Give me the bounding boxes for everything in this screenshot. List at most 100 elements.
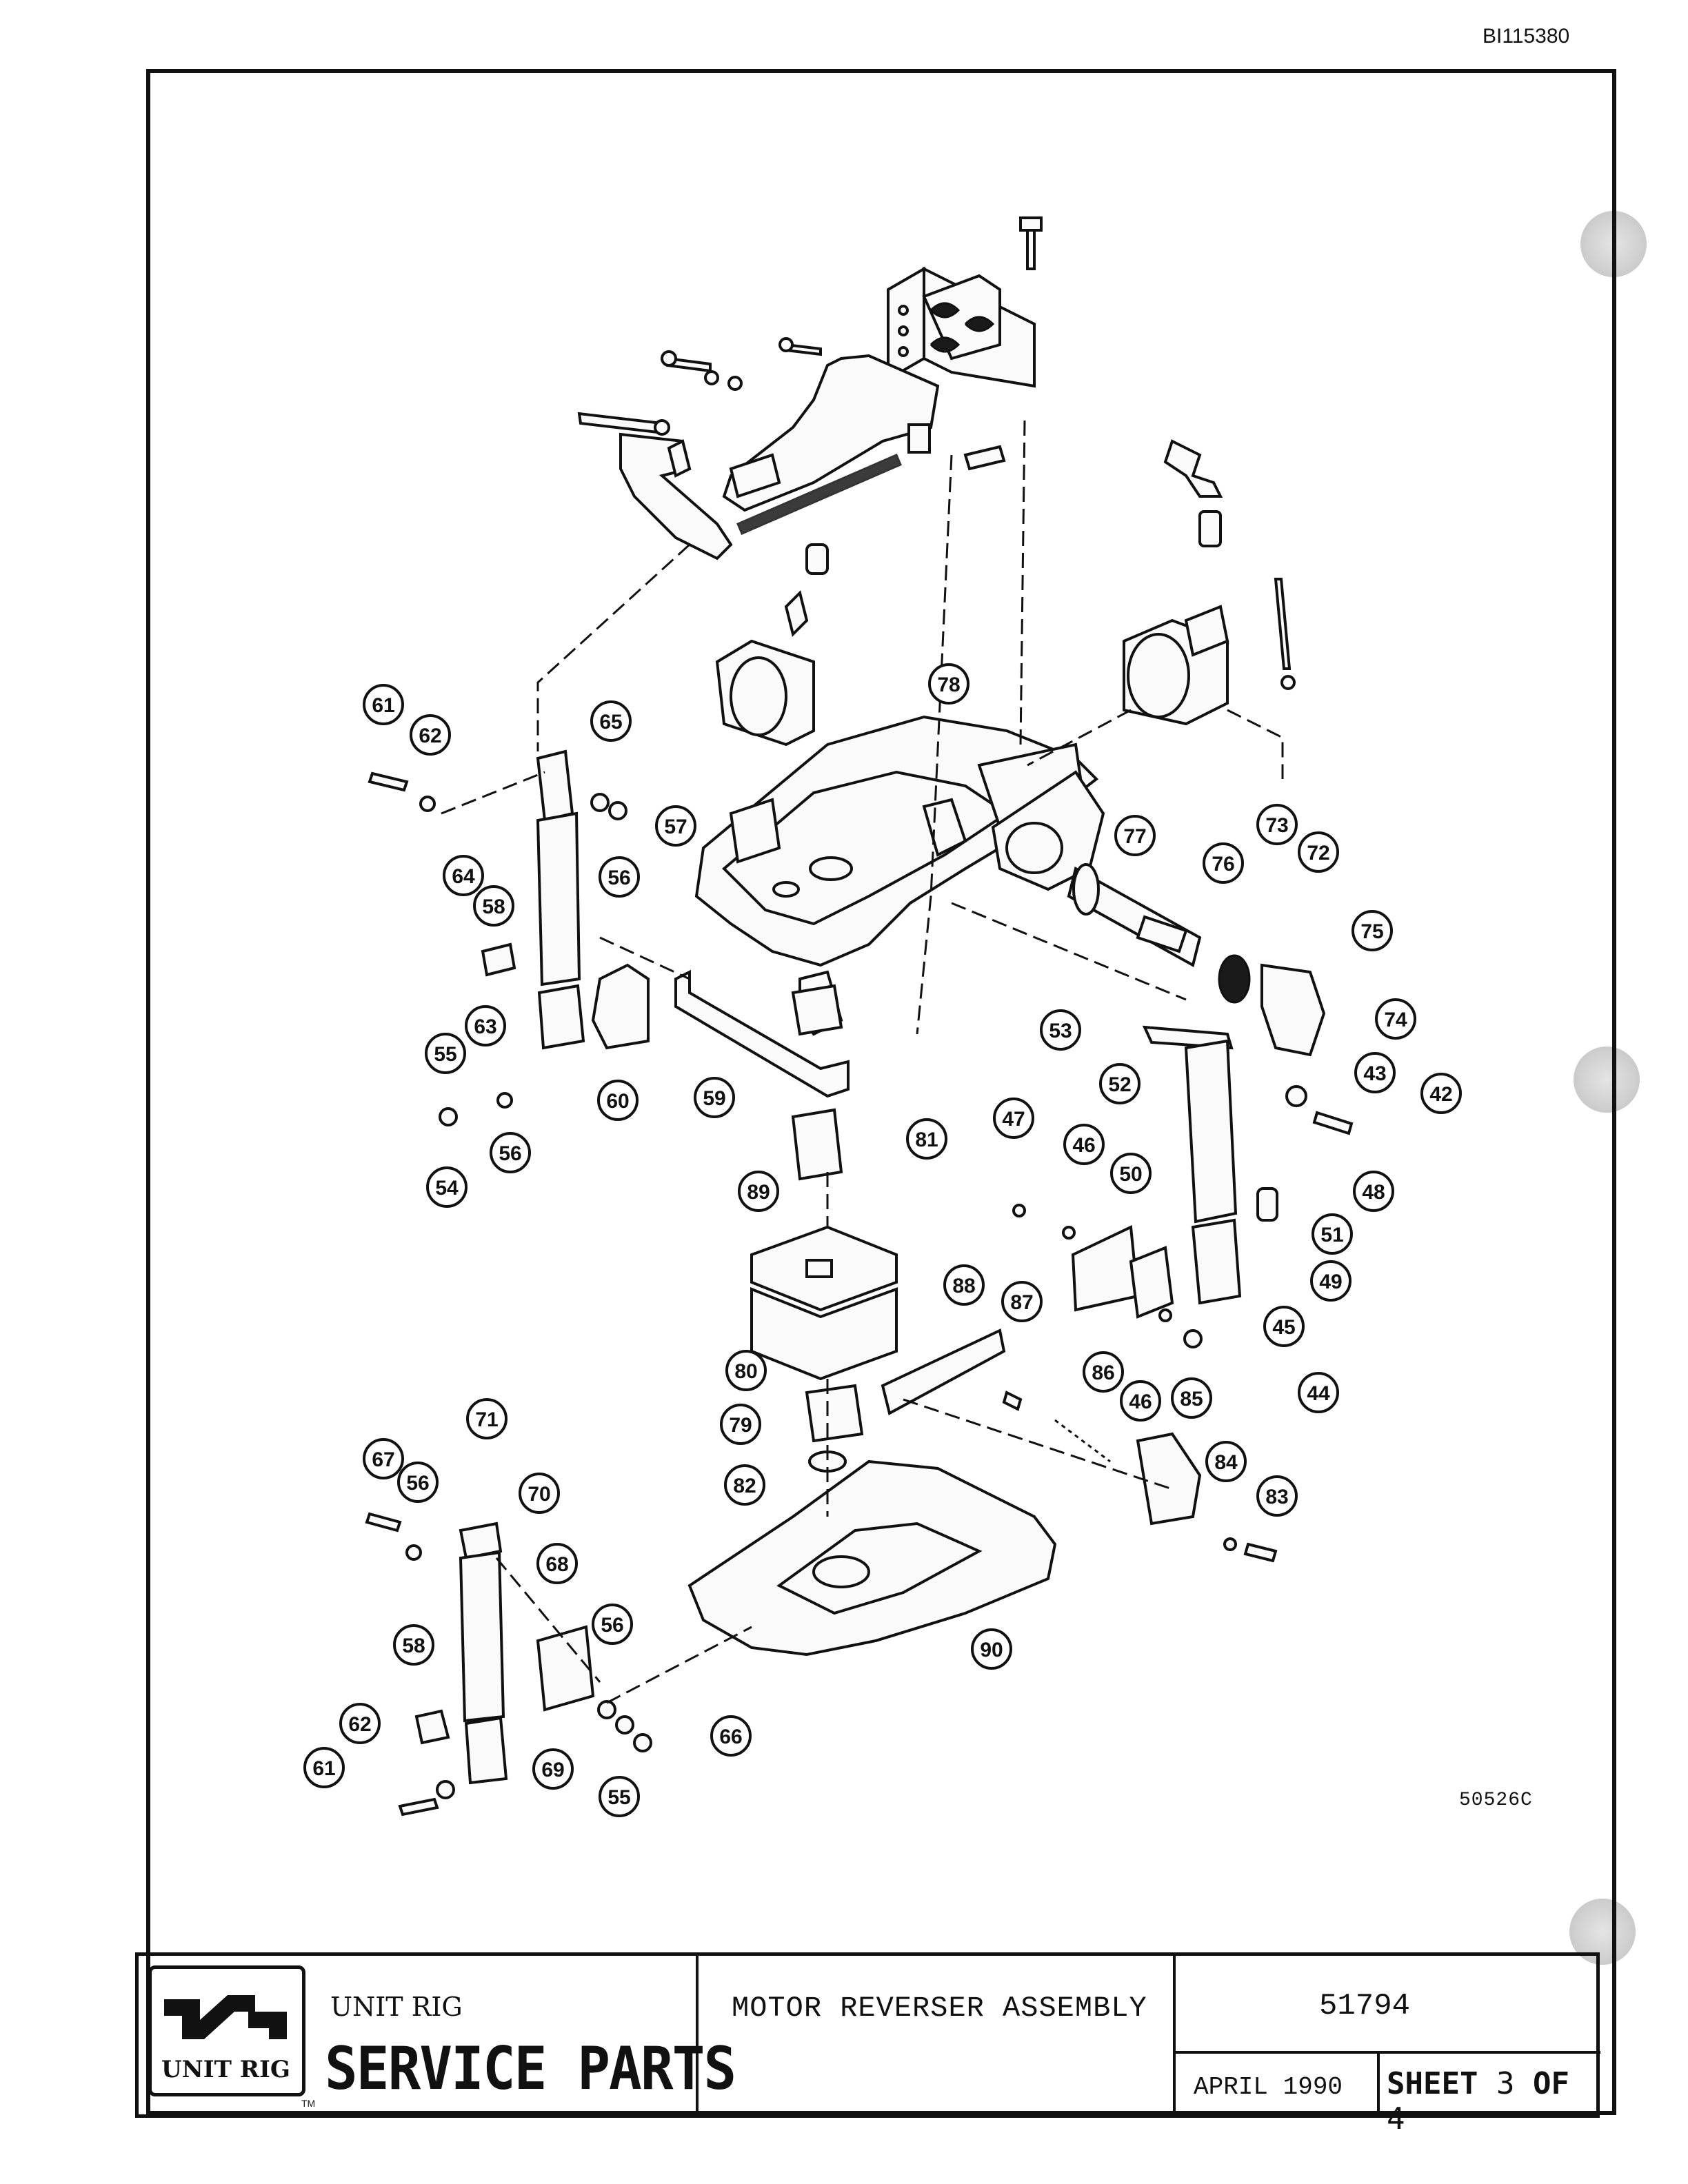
- callout-70: 70: [519, 1473, 560, 1514]
- callout-51: 51: [1312, 1213, 1353, 1255]
- callout-label: 57: [664, 816, 687, 838]
- logo-text: UNIT RIG: [161, 2056, 290, 2083]
- callout-label: 80: [734, 1360, 757, 1383]
- callout-balloon: [1171, 1377, 1212, 1419]
- callout-balloon: [1298, 1372, 1339, 1413]
- callout-balloon: [943, 1264, 985, 1306]
- callout-label: 88: [952, 1275, 975, 1297]
- reverser-shaft: [1067, 863, 1326, 1057]
- callout-label: 75: [1360, 920, 1383, 943]
- callout-group: 4243444546464748495051525354555556565656…: [303, 663, 1462, 1817]
- callout-balloon: [410, 714, 451, 756]
- callout-75: 75: [1352, 910, 1393, 951]
- shift-arm: [619, 354, 940, 575]
- callout-label: 48: [1362, 1181, 1385, 1204]
- callout-balloon: [694, 1077, 735, 1118]
- callout-label: 61: [312, 1757, 335, 1780]
- sheet-word: SHEET: [1387, 2066, 1478, 2101]
- callout-balloon: [1354, 1052, 1396, 1093]
- callout-74: 74: [1375, 998, 1416, 1040]
- callout-label: 89: [747, 1181, 770, 1204]
- callout-balloon: [1001, 1281, 1043, 1322]
- title-block: UNIT RIG TM UNIT RIG SERVICE PARTS MOTOR…: [135, 1952, 1600, 2136]
- callout-balloon: [363, 684, 404, 725]
- title-block-mid-col: [699, 1956, 1176, 2114]
- callout-60: 60: [597, 1080, 639, 1121]
- callout-balloon: [536, 1543, 578, 1584]
- callout-balloon: [725, 1350, 767, 1391]
- callout-balloon: [1256, 804, 1298, 845]
- callout-61: 61: [363, 684, 404, 725]
- document-id: BI115380: [1483, 25, 1570, 48]
- callout-81: 81: [906, 1118, 947, 1160]
- callout-label: 74: [1384, 1009, 1407, 1031]
- callout-68: 68: [536, 1543, 578, 1584]
- unit-rig-logo: UNIT RIG: [148, 1965, 305, 2096]
- callout-61: 61: [303, 1747, 345, 1788]
- callout-balloon: [906, 1118, 947, 1160]
- callout-45: 45: [1263, 1306, 1305, 1347]
- callout-62: 62: [410, 714, 451, 756]
- callout-balloon: [1375, 998, 1416, 1040]
- callout-43: 43: [1354, 1052, 1396, 1093]
- callout-balloon: [738, 1171, 779, 1212]
- callout-79: 79: [720, 1404, 761, 1445]
- callout-balloon: [590, 700, 632, 742]
- callout-73: 73: [1256, 804, 1298, 845]
- callout-87: 87: [1001, 1281, 1043, 1322]
- callout-56: 56: [490, 1132, 531, 1173]
- callout-label: 62: [419, 725, 441, 747]
- callout-label: 59: [703, 1087, 725, 1110]
- callout-83: 83: [1256, 1475, 1298, 1517]
- callout-62: 62: [339, 1703, 381, 1744]
- callout-label: 58: [402, 1635, 425, 1657]
- center-stack: [750, 984, 1278, 1563]
- callout-balloon: [1263, 1306, 1305, 1347]
- callout-balloon: [1353, 1171, 1394, 1212]
- punch-hole-middle: [1574, 1046, 1640, 1113]
- callout-balloon: [1099, 1063, 1141, 1104]
- callout-89: 89: [738, 1171, 779, 1212]
- callout-label: 53: [1049, 1020, 1072, 1042]
- sheet-total: 4: [1387, 2101, 1405, 2136]
- drawing-number: 50526C: [1459, 1790, 1533, 1811]
- callout-63: 63: [465, 1005, 506, 1046]
- sheet-divider: [1377, 2051, 1380, 2117]
- callout-46: 46: [1063, 1124, 1105, 1165]
- callout-balloon: [425, 1033, 466, 1074]
- callout-balloon: [1256, 1475, 1298, 1517]
- callout-balloon: [426, 1166, 468, 1208]
- callout-label: 87: [1010, 1291, 1033, 1314]
- callout-balloon: [655, 805, 696, 847]
- callout-label: 49: [1319, 1271, 1342, 1293]
- callout-balloon: [1298, 831, 1339, 873]
- callout-57: 57: [655, 805, 696, 847]
- callout-64: 64: [443, 855, 484, 896]
- drawing-frame: [146, 69, 1616, 2115]
- callout-balloon: [532, 1748, 574, 1790]
- callout-label: 64: [452, 865, 475, 888]
- solenoid-right: [1123, 578, 1296, 726]
- callout-47: 47: [993, 1098, 1034, 1139]
- title-block-left-col: [139, 1956, 699, 2114]
- callout-balloon: [971, 1628, 1012, 1670]
- callout-56: 56: [592, 1604, 633, 1645]
- callout-69: 69: [532, 1748, 574, 1790]
- callout-58: 58: [393, 1624, 434, 1666]
- of-word: OF: [1532, 2066, 1569, 2101]
- callout-label: 62: [348, 1713, 371, 1736]
- callout-49: 49: [1310, 1260, 1352, 1302]
- callout-label: 43: [1363, 1062, 1386, 1085]
- callout-balloon: [363, 1438, 404, 1479]
- callout-label: 73: [1265, 814, 1288, 837]
- callout-balloon: [443, 855, 484, 896]
- callout-label: 56: [601, 1614, 623, 1637]
- right-cylinder: [1012, 1025, 1354, 1348]
- callout-67: 67: [363, 1438, 404, 1479]
- callout-label: 63: [474, 1015, 496, 1038]
- base-casting: [687, 1459, 1057, 1657]
- callout-58: 58: [473, 885, 514, 927]
- callout-label: 76: [1212, 853, 1234, 876]
- callout-balloon: [1110, 1153, 1152, 1194]
- company-name: UNIT RIG: [330, 1992, 463, 2022]
